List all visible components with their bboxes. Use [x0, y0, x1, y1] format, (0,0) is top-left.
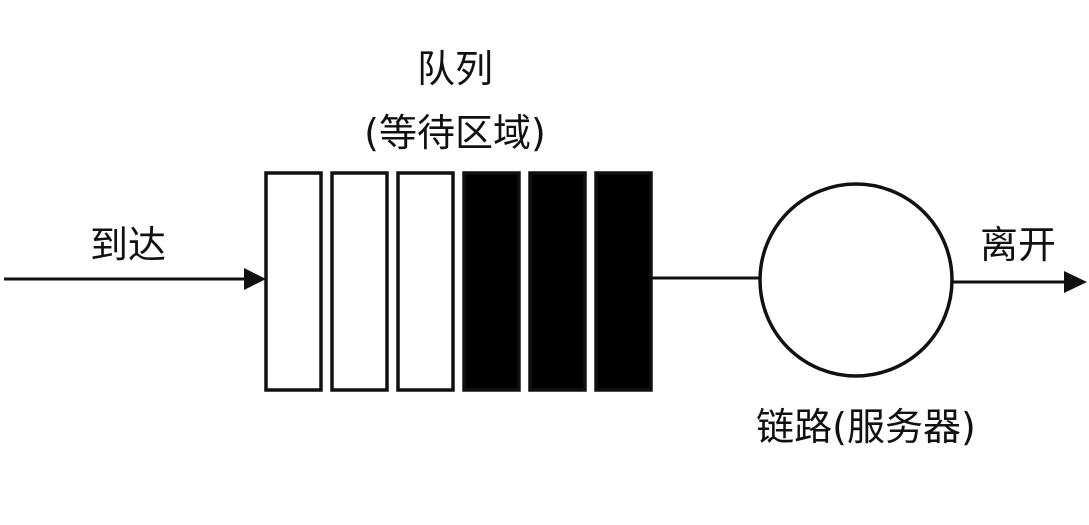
queue-title: 队列: [417, 47, 493, 91]
queue-slot-empty: [264, 171, 323, 392]
queue-slot-empty: [396, 171, 455, 392]
queue-slot-filled: [594, 171, 653, 392]
queue-slot-empty: [330, 171, 389, 392]
queue-subtitle: (等待区域): [364, 111, 546, 155]
departure-label: 离开: [980, 223, 1056, 267]
queue-slot-filled: [528, 171, 587, 392]
queue-slot-filled: [462, 171, 521, 392]
queue-buffer: [264, 171, 653, 392]
server-label: 链路(服务器): [756, 405, 976, 449]
departure-arrowhead-icon: [1064, 271, 1087, 293]
arrival-arrowhead-icon: [244, 268, 266, 290]
arrival-label: 到达: [90, 223, 166, 267]
server-circle: [758, 182, 954, 378]
